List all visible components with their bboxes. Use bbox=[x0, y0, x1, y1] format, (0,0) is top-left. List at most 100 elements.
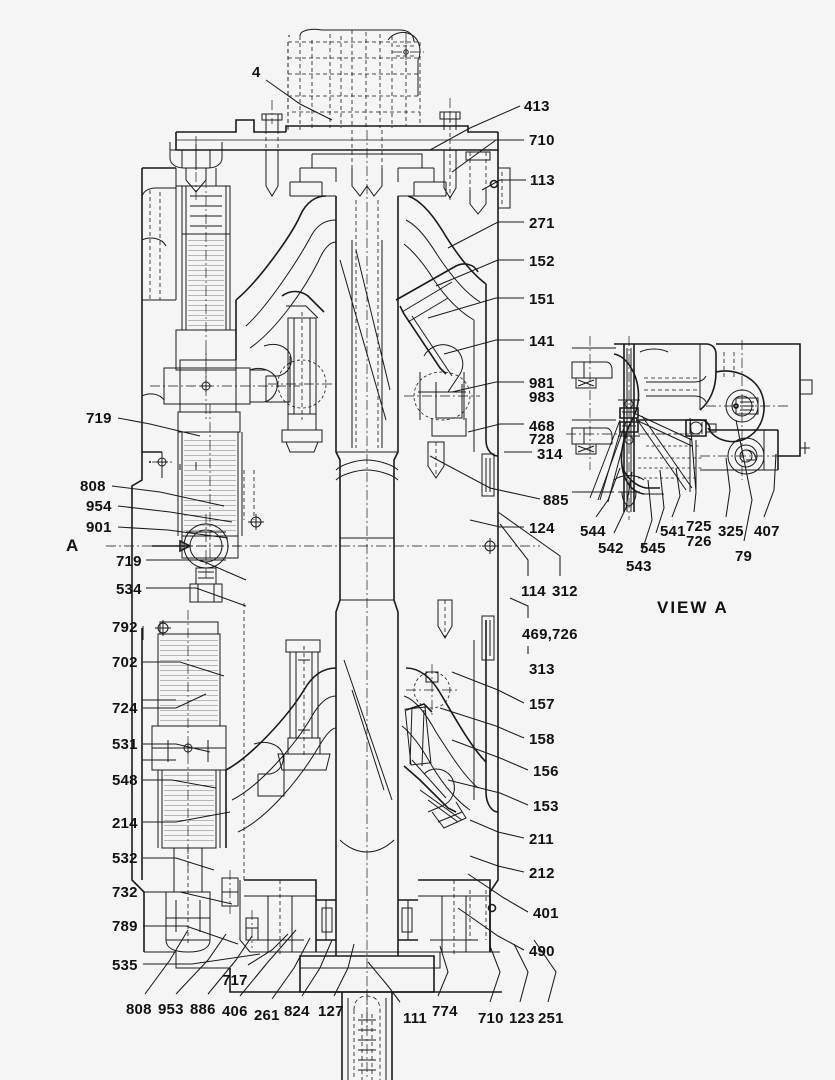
callout-541: 541 bbox=[660, 523, 686, 540]
view-a-title: VIEW A bbox=[657, 598, 729, 617]
right-lower-plunger bbox=[437, 599, 495, 661]
callout-545: 545 bbox=[640, 540, 666, 557]
callout-983: 983 bbox=[529, 389, 555, 406]
upper-hub-right bbox=[403, 195, 487, 321]
callout-4: 4 bbox=[252, 64, 261, 81]
leader-line-469-726 bbox=[509, 597, 529, 618]
callout-490: 490 bbox=[529, 943, 555, 960]
leader-line-127 bbox=[333, 943, 355, 997]
leader-line-824 bbox=[301, 939, 333, 997]
callout-954: 954 bbox=[86, 498, 112, 515]
callout-406: 406 bbox=[222, 1003, 248, 1020]
callout-leader-lines bbox=[111, 79, 777, 1003]
leader-line-251 bbox=[533, 939, 557, 1003]
leader-line-719 bbox=[117, 417, 201, 437]
callout-211: 211 bbox=[529, 831, 554, 848]
leader-line-544 bbox=[595, 467, 621, 518]
callout-251: 251 bbox=[538, 1010, 564, 1027]
top-flange bbox=[175, 119, 499, 151]
leader-line-702 bbox=[143, 661, 225, 677]
leader-line-545 bbox=[655, 469, 665, 534]
leader-line-401 bbox=[467, 873, 529, 913]
leader-line-535 bbox=[143, 953, 261, 965]
callout-710: 710 bbox=[529, 132, 555, 149]
leader-line-4 bbox=[265, 79, 333, 121]
right-upper-plunger bbox=[427, 441, 445, 479]
callout-407: 407 bbox=[754, 523, 780, 540]
callout-158: 158 bbox=[529, 731, 555, 748]
bottom-fasteners bbox=[245, 910, 259, 948]
leader-line-541 bbox=[671, 467, 681, 518]
callout-534: 534 bbox=[116, 581, 142, 598]
callout-808: 808 bbox=[126, 1001, 152, 1018]
upper-right-piston-assembly bbox=[395, 263, 480, 437]
leader-line-710 bbox=[451, 139, 524, 173]
leader-line-789 bbox=[143, 925, 239, 945]
section-marker-a: A bbox=[66, 536, 79, 555]
leader-line-490 bbox=[457, 907, 525, 951]
callout-728: 728 bbox=[529, 431, 555, 448]
callout-325: 325 bbox=[718, 523, 744, 540]
callout-543: 543 bbox=[626, 558, 652, 575]
callout-271: 271 bbox=[529, 215, 555, 232]
callout-214: 214 bbox=[112, 815, 138, 832]
view-a-left-fragments bbox=[566, 336, 700, 493]
leader-line-124 bbox=[469, 519, 524, 528]
leader-line-312 bbox=[497, 511, 561, 576]
callout-468: 468 bbox=[529, 418, 555, 435]
callout-710: 710 bbox=[478, 1010, 504, 1027]
callout-824: 824 bbox=[284, 1003, 310, 1020]
leader-line-157 bbox=[451, 671, 525, 704]
callout-774: 774 bbox=[432, 1003, 458, 1020]
callout-531: 531 bbox=[112, 736, 138, 753]
callout-141: 141 bbox=[529, 333, 555, 350]
lower-left-piston-assembly bbox=[277, 639, 331, 771]
callout-261: 261 bbox=[254, 1007, 280, 1024]
callout-124: 124 bbox=[529, 520, 555, 537]
left-lower-target bbox=[155, 620, 171, 636]
leader-line-123 bbox=[513, 943, 529, 1003]
leader-line-111 bbox=[367, 961, 401, 1003]
leader-line-158 bbox=[439, 707, 525, 739]
left-spline-rack-lower bbox=[177, 404, 243, 560]
callout-732: 732 bbox=[112, 884, 138, 901]
leader-line-79 bbox=[735, 419, 753, 542]
shaft-internal-detail bbox=[339, 200, 393, 801]
leader-line-212 bbox=[469, 855, 525, 873]
callout-725: 725 bbox=[686, 518, 712, 535]
right-mid-target bbox=[482, 538, 498, 554]
left-center-bearing bbox=[150, 350, 300, 420]
left-bracket-upper bbox=[141, 237, 167, 401]
callout-212: 212 bbox=[529, 865, 555, 882]
callout-808: 808 bbox=[80, 478, 106, 495]
leader-line-413 bbox=[429, 105, 521, 151]
leader-line-808 bbox=[144, 929, 189, 995]
leader-line-548 bbox=[143, 779, 217, 789]
leader-line-406 bbox=[239, 929, 297, 997]
callout-535: 535 bbox=[112, 957, 138, 974]
leader-line-886 bbox=[207, 935, 253, 995]
leader-line-774 bbox=[437, 945, 449, 997]
leader-line-325 bbox=[725, 457, 731, 518]
left-mid-target bbox=[178, 514, 240, 603]
leader-line-953 bbox=[175, 933, 227, 995]
leader-line-710 bbox=[489, 945, 501, 1003]
callout-792: 792 bbox=[112, 619, 138, 636]
main-cross-section bbox=[106, 28, 540, 1080]
leader-line-724 bbox=[143, 693, 207, 709]
view-a-pin-boss bbox=[685, 419, 717, 437]
leader-line-151 bbox=[427, 297, 524, 319]
lower-hub-right bbox=[401, 667, 487, 811]
callout-886: 886 bbox=[190, 1001, 216, 1018]
leader-line-732 bbox=[143, 891, 233, 905]
leader-line-114 bbox=[499, 523, 529, 576]
callout-544: 544 bbox=[580, 523, 606, 540]
central-main-shaft bbox=[321, 130, 415, 1030]
right-outer-casing bbox=[406, 150, 499, 969]
callout-726: 726 bbox=[686, 533, 712, 550]
upper-hub-left bbox=[235, 195, 337, 403]
leader-line-153 bbox=[447, 779, 529, 806]
callout-314: 314 bbox=[537, 446, 563, 463]
callout-413: 413 bbox=[524, 98, 550, 115]
